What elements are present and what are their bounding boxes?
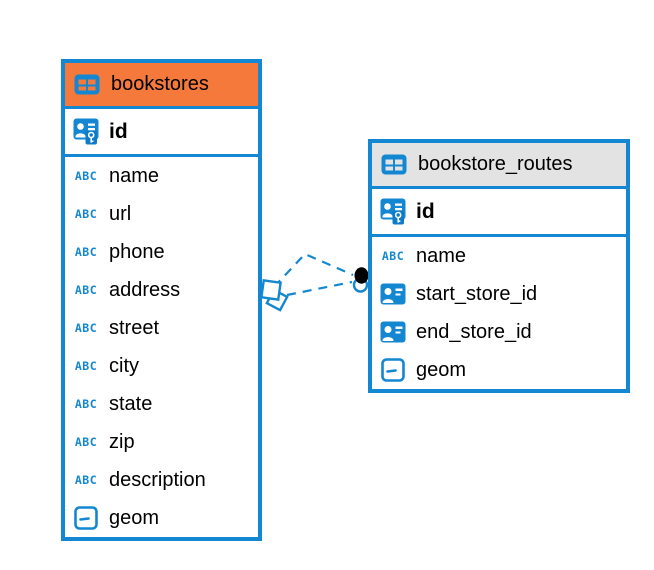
foreign-key-icon bbox=[378, 321, 408, 343]
column-label: street bbox=[109, 316, 160, 339]
geometry-icon bbox=[378, 358, 408, 382]
column-label: state bbox=[109, 392, 153, 415]
column-label: id bbox=[416, 199, 435, 223]
abc-text-icon: ABC bbox=[74, 169, 98, 183]
column-label: description bbox=[109, 468, 206, 491]
column-row-state[interactable]: ABC state bbox=[65, 385, 258, 423]
column-row-url[interactable]: ABC url bbox=[65, 195, 258, 233]
column-row-name[interactable]: ABC name bbox=[372, 237, 626, 275]
table-icon bbox=[379, 154, 409, 175]
column-label: name bbox=[416, 244, 467, 267]
column-label: city bbox=[109, 354, 139, 377]
abc-text-icon: ABC bbox=[74, 207, 98, 221]
column-label: url bbox=[109, 202, 132, 225]
primary-key-icon bbox=[71, 118, 101, 145]
column-label: zip bbox=[109, 430, 135, 453]
table-header[interactable]: bookstore_routes bbox=[372, 143, 626, 189]
column-row-street[interactable]: ABC street bbox=[65, 309, 258, 347]
column-row-start_store_id[interactable]: start_store_id bbox=[372, 275, 626, 313]
column-label: end_store_id bbox=[416, 320, 532, 343]
relationship-line-1[interactable] bbox=[273, 252, 354, 288]
column-row-end_store_id[interactable]: end_store_id bbox=[372, 313, 626, 351]
column-row-description[interactable]: ABC description bbox=[65, 461, 258, 499]
abc-text-icon: ABC bbox=[74, 397, 98, 411]
abc-text-icon: ABC bbox=[74, 245, 98, 259]
table-title: bookstore_routes bbox=[418, 153, 573, 175]
abc-text-icon: ABC bbox=[74, 473, 98, 487]
column-label: geom bbox=[109, 506, 160, 529]
relationship-line-2[interactable] bbox=[286, 280, 353, 297]
column-row-geom[interactable]: geom bbox=[372, 351, 626, 389]
column-label: address bbox=[109, 278, 181, 301]
column-row-address[interactable]: ABC address bbox=[65, 271, 258, 309]
column-label: phone bbox=[109, 240, 165, 263]
table-icon bbox=[72, 74, 102, 95]
abc-text-icon: ABC bbox=[74, 359, 98, 373]
primary-key-icon bbox=[378, 198, 408, 225]
abc-text-icon: ABC bbox=[74, 435, 98, 449]
abc-text-icon: ABC bbox=[74, 321, 98, 335]
table-header[interactable]: bookstores bbox=[65, 63, 258, 109]
column-row-id[interactable]: id bbox=[372, 189, 626, 237]
relationship-endpoint-dot-icon bbox=[352, 267, 369, 293]
column-row-zip[interactable]: ABC zip bbox=[65, 423, 258, 461]
column-row-city[interactable]: ABC city bbox=[65, 347, 258, 385]
abc-text-icon: ABC bbox=[381, 249, 405, 263]
column-label: name bbox=[109, 164, 160, 187]
column-row-phone[interactable]: ABC phone bbox=[65, 233, 258, 271]
column-label: geom bbox=[416, 358, 467, 381]
abc-text-icon: ABC bbox=[74, 283, 98, 297]
column-row-geom[interactable]: geom bbox=[65, 499, 258, 537]
foreign-key-icon bbox=[378, 283, 408, 305]
geometry-icon bbox=[71, 506, 101, 530]
column-label: start_store_id bbox=[416, 282, 538, 305]
column-row-name[interactable]: ABC name bbox=[65, 157, 258, 195]
column-row-id[interactable]: id bbox=[65, 109, 258, 157]
table-title: bookstores bbox=[111, 73, 209, 95]
relationship-endpoint-squares-icon bbox=[260, 279, 289, 312]
column-label: id bbox=[109, 119, 128, 143]
